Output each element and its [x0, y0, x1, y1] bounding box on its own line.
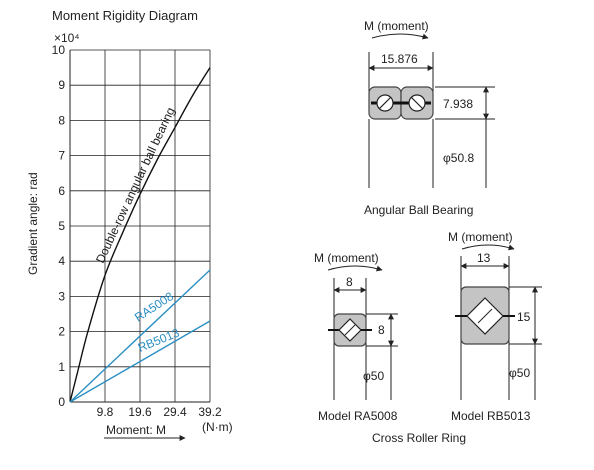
rb5013-diagram: M (moment) 13 15 φ50 Model RB5013 [448, 230, 542, 423]
angular-width-dim: 15.876 [381, 52, 418, 66]
moment-rigidity-chart: Moment Rigidity Diagram ×10⁴ Gradient an… [26, 8, 233, 441]
y-tick-label: 8 [58, 113, 65, 127]
y-tick-label: 1 [58, 360, 65, 374]
angular-dia-dim: φ50.8 [443, 151, 474, 165]
rb5013-dia-dim: φ50 [509, 366, 530, 380]
rb5013-height-dim: 15 [517, 310, 531, 324]
rb5013-caption: Model RB5013 [451, 409, 531, 423]
x-tick-label: 9.8 [97, 405, 114, 419]
y-axis-label: Gradient angle: rad [26, 172, 40, 275]
y-tick-label: 2 [58, 325, 65, 339]
x-tick-labels: 9.8 19.6 29.4 39.2 [97, 405, 222, 419]
y-tick-label: 0 [58, 395, 65, 409]
x-tick-label: 29.4 [163, 405, 187, 419]
rb5013-width-dim: 13 [477, 251, 491, 265]
rb5013-moment-arrow [461, 244, 515, 251]
y-tick-label: 5 [58, 219, 65, 233]
x-tick-label: 39.2 [198, 405, 222, 419]
cross-roller-ring-caption: Cross Roller Ring [372, 431, 466, 445]
grid-lines [70, 49, 211, 402]
y-tick-label: 3 [58, 289, 65, 303]
angular-height-dim: 7.938 [443, 97, 473, 111]
rb5013-moment-label: M (moment) [448, 230, 513, 244]
y-multiplier: ×10⁴ [54, 31, 80, 45]
ra5008-roller-axis [344, 324, 356, 336]
ra5008-moment-arrow [327, 265, 383, 272]
ra5008-dia-dim: φ50 [363, 369, 384, 383]
ra5008-moment-label: M (moment) [314, 251, 379, 265]
y-tick-label: 4 [58, 254, 65, 268]
chart-title: Moment Rigidity Diagram [52, 8, 198, 23]
ra5008-caption: Model RA5008 [318, 409, 398, 423]
x-axis-label: Moment: M [106, 423, 166, 437]
ra5008-height-dim: 8 [378, 323, 385, 337]
series-label-ra5008: RA5008 [132, 289, 176, 325]
angular-ball-bearing-diagram: M (moment) 15.876 7.938 φ50.8 Angular Ba… [364, 19, 495, 217]
angular-ball-left-contact [378, 96, 392, 110]
series-line-ra5008 [69, 269, 211, 403]
y-tick-label: 7 [58, 149, 65, 163]
angular-ball-right-contact [410, 96, 424, 110]
angular-moment-label: M (moment) [364, 19, 429, 33]
angular-caption: Angular Ball Bearing [364, 203, 473, 217]
series-label-double-row: Double-row angular ball bearing [93, 105, 178, 265]
series-line-rb5013 [69, 320, 211, 403]
axes [69, 50, 210, 403]
y-tick-label: 6 [58, 184, 65, 198]
ra5008-width-dim: 8 [346, 275, 353, 289]
rb5013-roller-axis [477, 308, 493, 324]
y-tick-label: 10 [52, 43, 66, 57]
x-axis-unit: (N·m) [202, 420, 233, 434]
y-tick-labels: 0 1 2 3 4 5 6 7 8 9 10 [52, 43, 66, 409]
ra5008-diagram: M (moment) 8 8 φ50 Model RA5008 [314, 251, 398, 423]
series-line-double-row [69, 67, 211, 403]
angular-moment-arrow [371, 33, 429, 40]
series-lines [69, 67, 211, 403]
y-tick-label: 9 [58, 78, 65, 92]
x-tick-label: 19.6 [128, 405, 152, 419]
